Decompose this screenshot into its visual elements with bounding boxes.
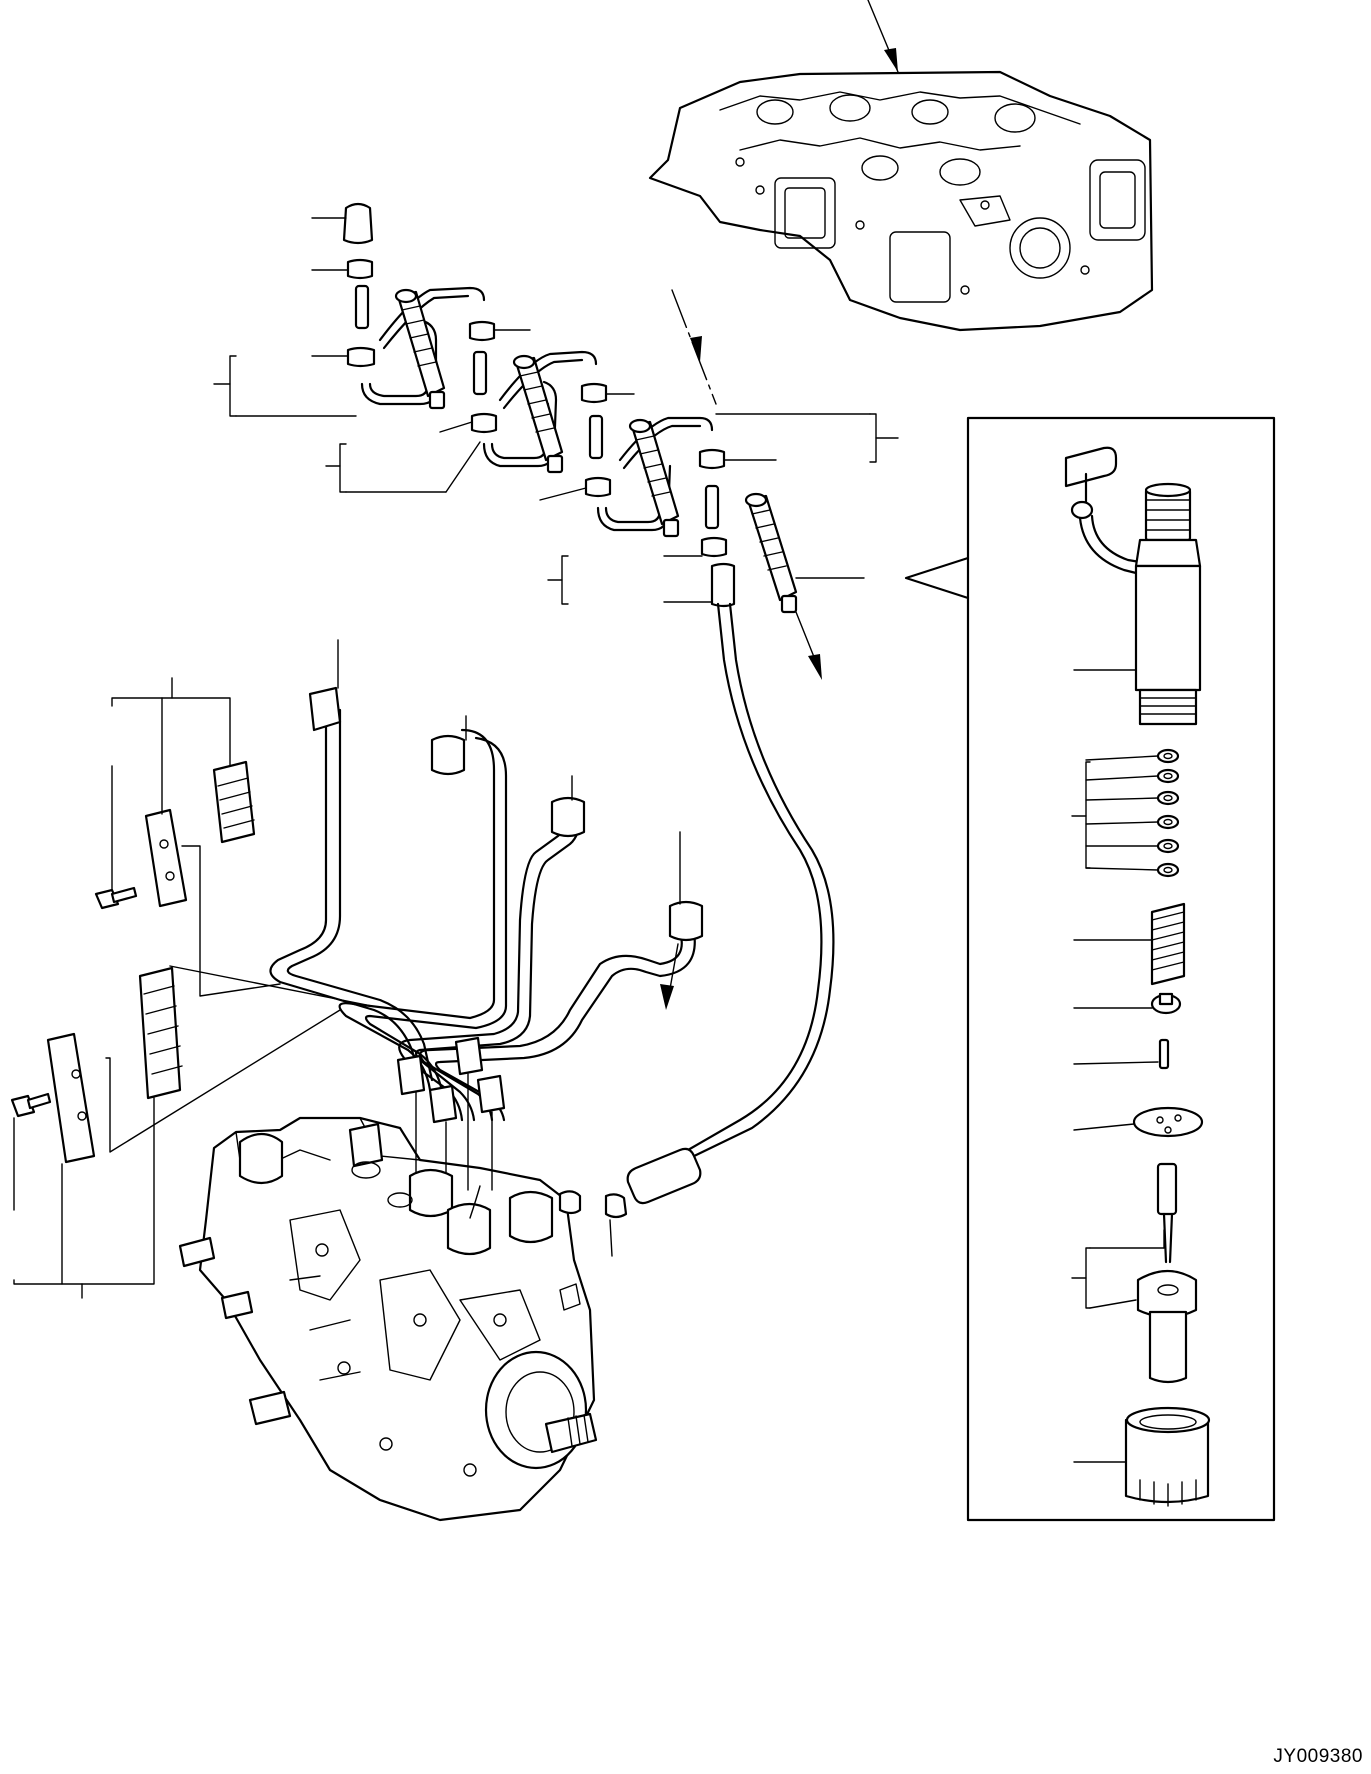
injector-detail-box [904,416,1276,1522]
injector-detail-illustration [1064,446,1211,1507]
arrow-to-head [867,0,899,73]
injector-detail-leaders [1071,669,1165,1463]
injector-callout-leaders [213,217,899,605]
injector-set-illustration [342,202,822,680]
cylinder-head-illustration [648,70,1154,332]
high-pressure-pipes [269,639,704,1191]
arrow-to-head-lower [671,289,717,405]
clamp-callout-brackets [13,677,231,1299]
drawing-code: JY009380 [1273,1746,1363,1767]
pipe-clamps [10,760,373,1164]
injection-pump-illustration [178,1116,598,1522]
leak-off-hose [604,602,835,1257]
